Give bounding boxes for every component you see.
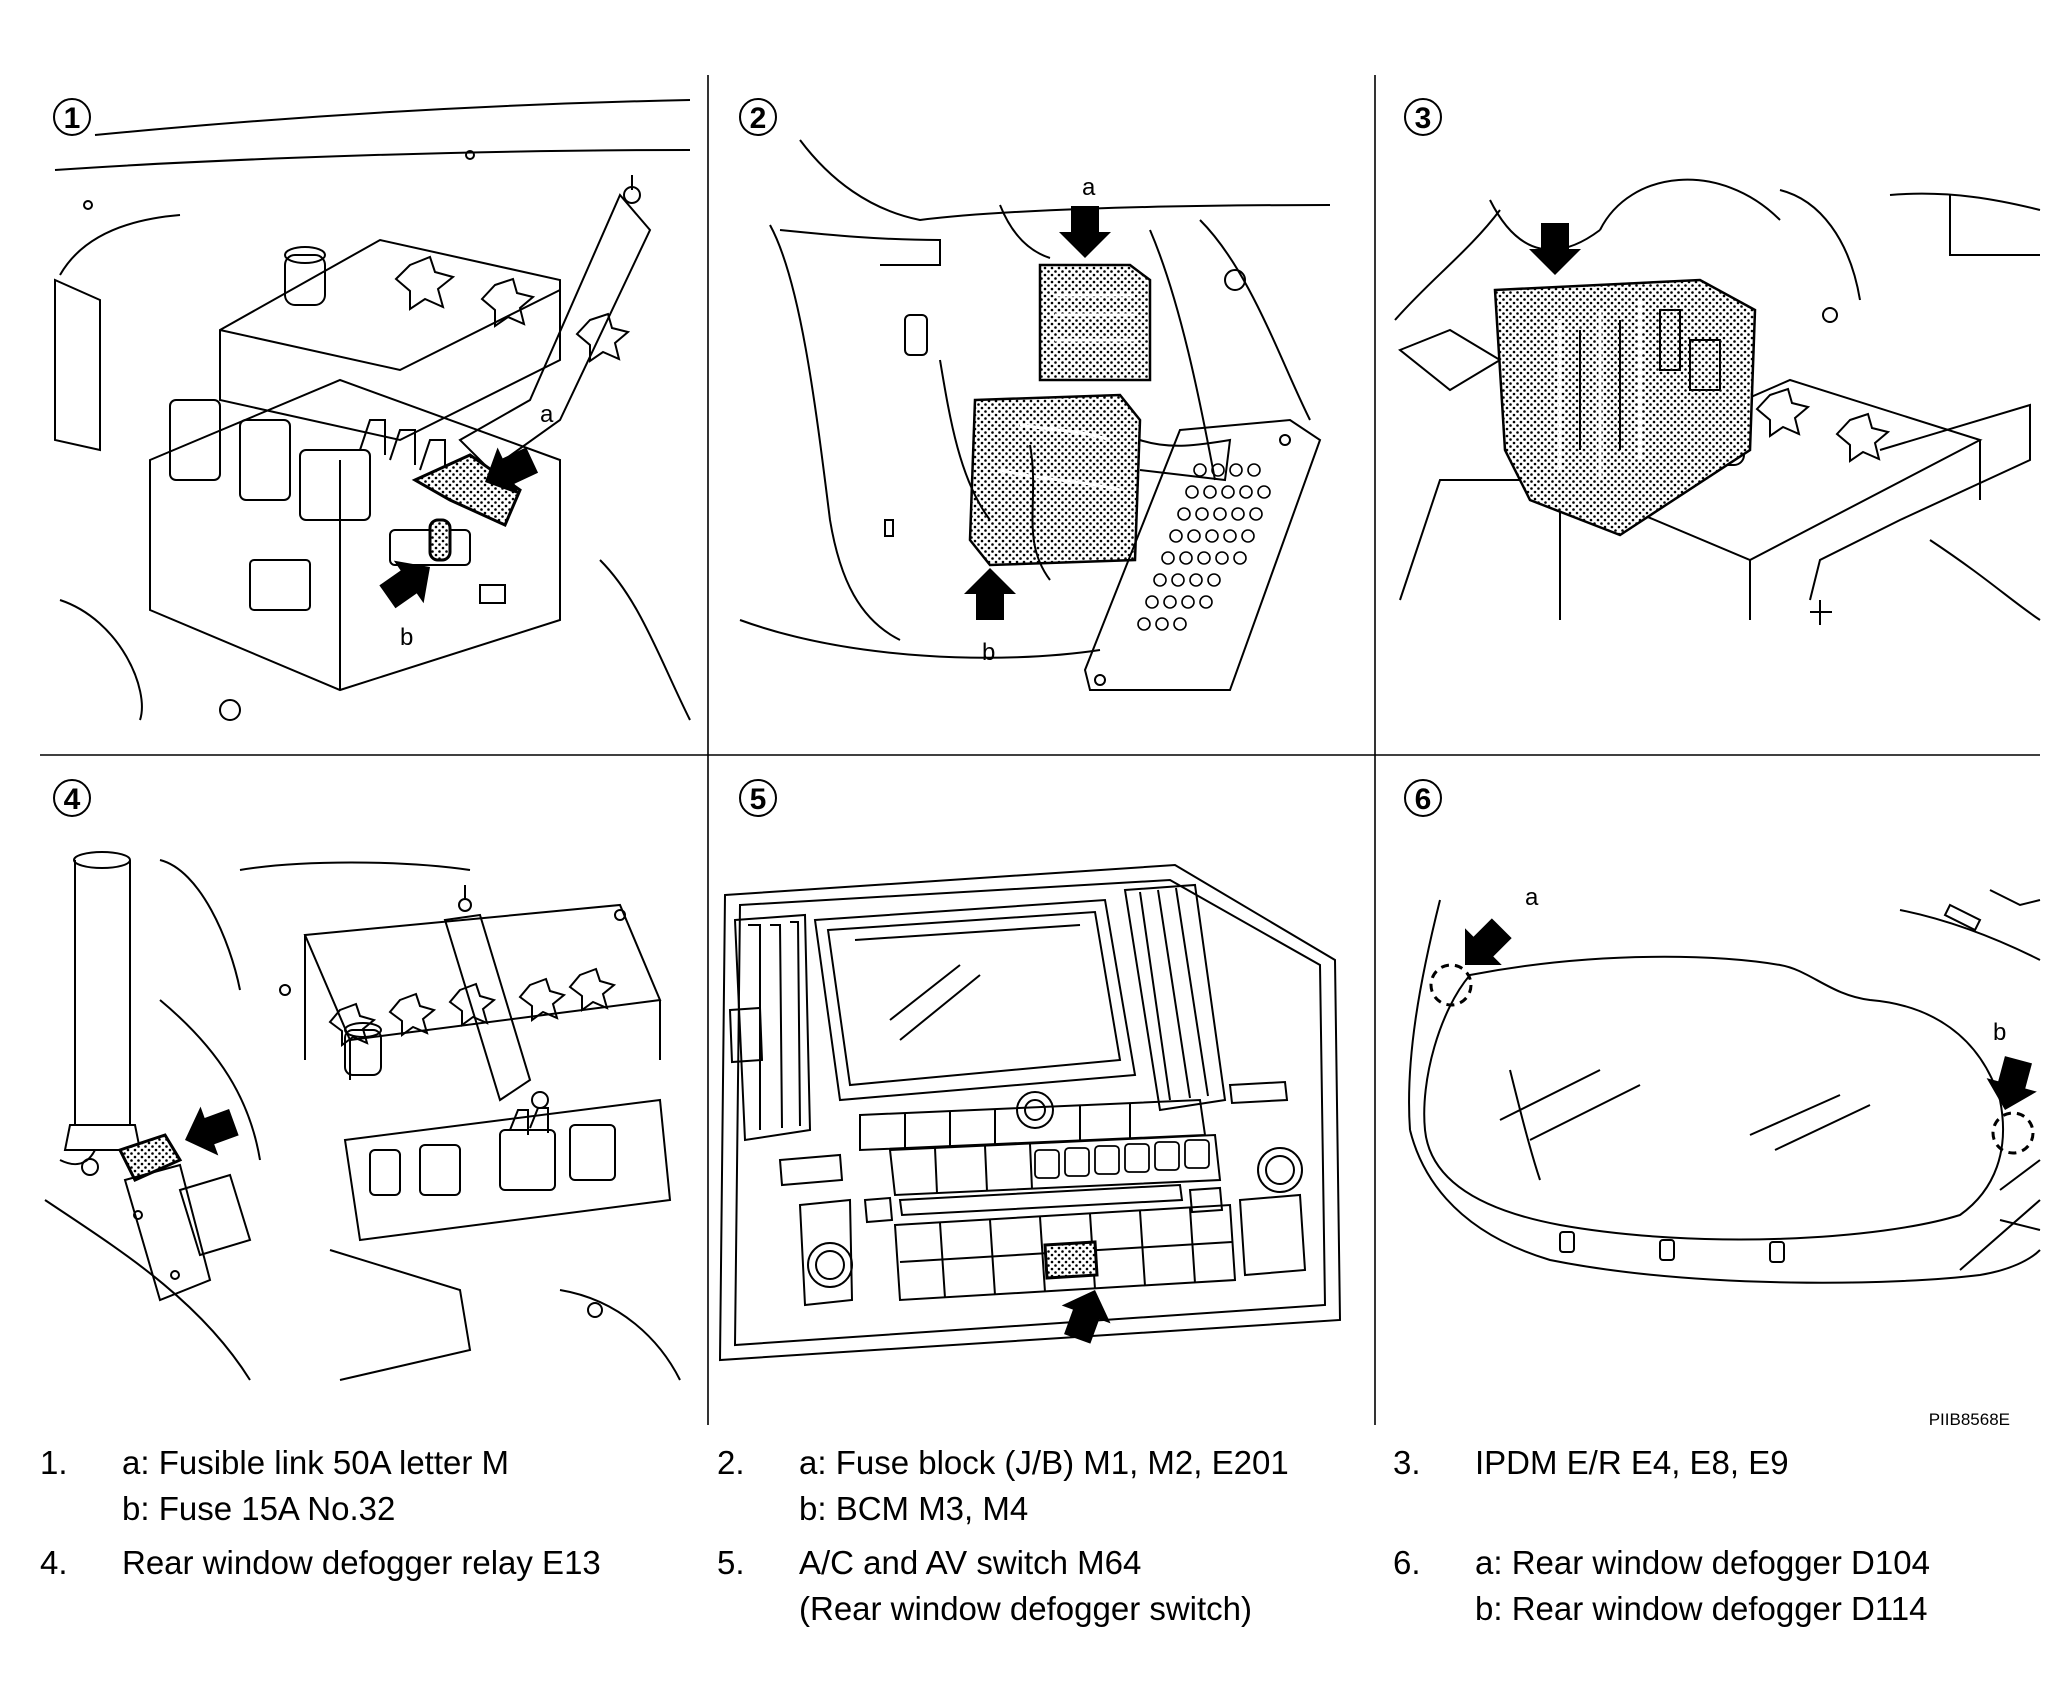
caption-line: b: Fuse 15A No.32	[122, 1490, 396, 1527]
panel-2: 2	[739, 98, 1331, 691]
caption-list: 1. a: Fusible link 50A letter M b: Fuse 1…	[0, 1440, 2070, 1680]
caption-line: A/C and AV switch M64	[799, 1544, 1142, 1581]
caption-line: IPDM E/R E4, E8, E9	[1475, 1444, 1789, 1481]
caption-line: (Rear window defogger switch)	[799, 1590, 1253, 1627]
caption-line: a: Fusible link 50A letter M	[122, 1444, 510, 1481]
caption-number: 6.	[1393, 1544, 1421, 1581]
callout-b: b	[982, 639, 995, 666]
panel-4: 4	[44, 779, 681, 1381]
caption-line: a: Fuse block (J/B) M1, M2, E201	[799, 1444, 1289, 1481]
caption-number: 4.	[40, 1544, 68, 1581]
panel-1: 1	[53, 98, 691, 721]
callout-a: a	[1082, 174, 1096, 201]
panel-5: 5	[718, 779, 1342, 1362]
callout-a: a	[540, 401, 554, 428]
panel-number: 2	[750, 102, 767, 135]
panel-number: 1	[64, 102, 81, 135]
caption-line: b: Rear window defogger D114	[1475, 1590, 1928, 1627]
callout-a: a	[1525, 884, 1539, 911]
black-pointer-arrow-icon	[176, 1097, 243, 1165]
black-pointer-arrow-icon	[1446, 909, 2044, 1117]
dashed-location-circle-icon	[1429, 963, 2035, 1155]
caption-line: Rear window defogger relay E13	[122, 1544, 601, 1581]
panel-number: 6	[1415, 783, 1432, 816]
panel-6: 6 a b	[1404, 779, 2044, 1284]
caption-number: 3.	[1393, 1444, 1421, 1481]
caption-number: 2.	[717, 1444, 745, 1481]
callout-b: b	[1993, 1019, 2006, 1046]
panel-number: 5	[750, 783, 767, 816]
panel-number: 3	[1415, 102, 1432, 135]
footrest-holes	[1137, 463, 1271, 631]
caption-number: 1.	[40, 1444, 68, 1481]
panel-number: 4	[64, 783, 81, 816]
callout-b: b	[400, 624, 413, 651]
panel-3: 3	[1394, 98, 2041, 625]
panel-grid	[40, 75, 2040, 1425]
figure-code: PIIB8568E	[1929, 1410, 2010, 1429]
caption-number: 5.	[717, 1544, 745, 1581]
black-pointer-arrow-icon	[1529, 223, 1581, 275]
caption-line: a: Rear window defogger D104	[1475, 1544, 1930, 1581]
caption-line: b: BCM M3, M4	[799, 1490, 1029, 1527]
